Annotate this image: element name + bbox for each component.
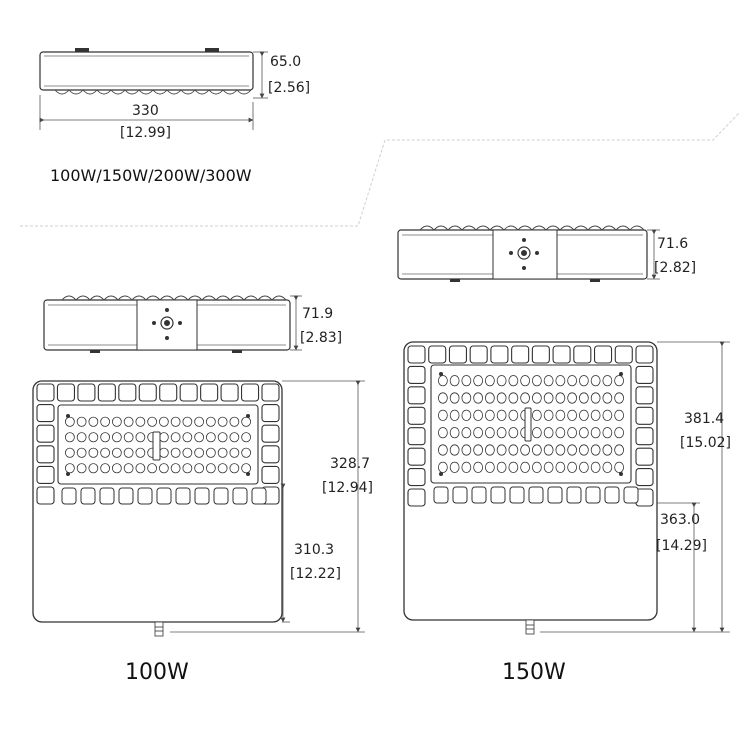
bottom-led-modules bbox=[61, 487, 267, 505]
front-view-150w: 381.4 [15.02] 363.0 [14.29] bbox=[403, 341, 731, 635]
body-length-100w-in: [12.22] bbox=[290, 566, 341, 582]
top-height-mm: 65.0 bbox=[270, 54, 301, 70]
led-lens-row bbox=[61, 295, 287, 301]
total-length-150w-in: [15.02] bbox=[680, 435, 731, 451]
side-100w-height-in: [2.83] bbox=[300, 330, 342, 346]
body-length-150w-mm: 363.0 bbox=[660, 512, 700, 528]
top-width-mm: 330 bbox=[132, 103, 159, 119]
top-profile-view: 65.0 [2.56] 330 [12.99] bbox=[39, 48, 310, 141]
side-150w-height-in: [2.82] bbox=[654, 260, 696, 276]
perimeter-led-modules bbox=[407, 345, 654, 507]
total-length-100w-mm: 328.7 bbox=[330, 456, 370, 472]
side-view-150w: 71.6 [2.82] bbox=[397, 225, 696, 282]
body-length-150w-in: [14.29] bbox=[656, 538, 707, 554]
title-150w: 150W bbox=[502, 660, 566, 685]
led-array bbox=[438, 372, 624, 476]
section-divider bbox=[20, 111, 741, 227]
total-length-150w-mm: 381.4 bbox=[684, 411, 724, 427]
top-height-in: [2.56] bbox=[268, 80, 310, 96]
top-width-in: [12.99] bbox=[120, 125, 171, 141]
body-length-100w-mm: 310.3 bbox=[294, 542, 334, 558]
total-length-100w-in: [12.94] bbox=[322, 480, 373, 496]
models-label: 100W/150W/200W/300W bbox=[50, 166, 252, 185]
side-view-100w: 71.9 [2.83] bbox=[43, 295, 342, 353]
side-100w-height-mm: 71.9 bbox=[302, 306, 333, 322]
led-lens-row bbox=[54, 89, 252, 95]
title-100w: 100W bbox=[125, 660, 189, 685]
front-view-100w: 328.7 [12.94] 310.3 [12.22] bbox=[32, 380, 373, 637]
led-lens-row bbox=[419, 225, 645, 231]
bottom-led-modules bbox=[433, 486, 639, 504]
side-150w-height-mm: 71.6 bbox=[657, 236, 688, 252]
